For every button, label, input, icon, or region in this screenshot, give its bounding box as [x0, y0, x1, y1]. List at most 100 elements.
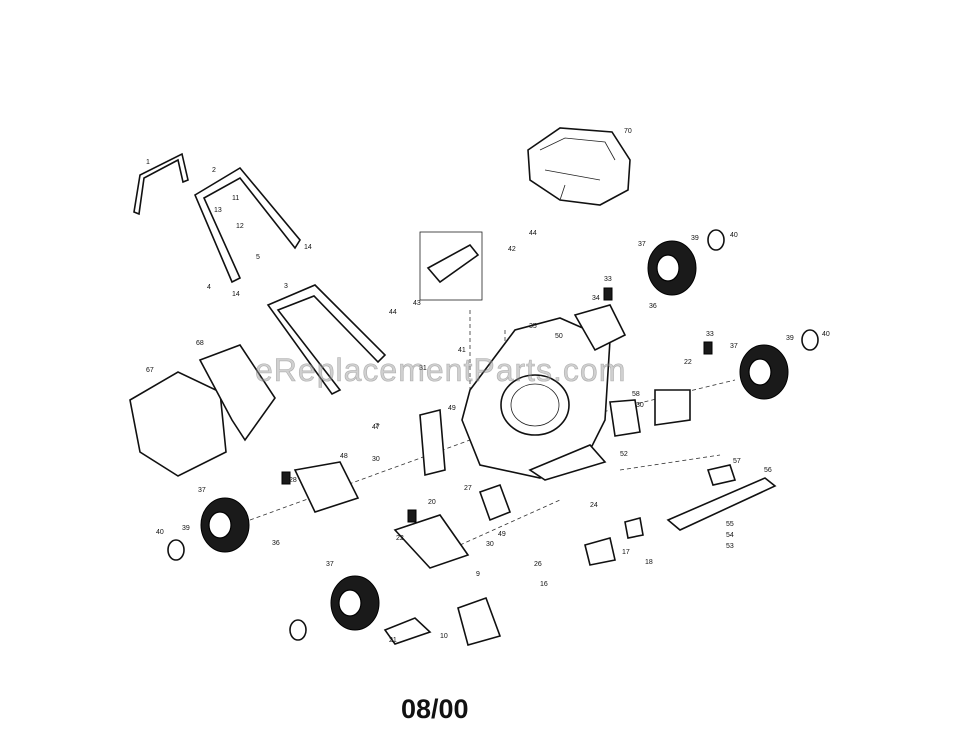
- part-label: 30: [372, 456, 380, 463]
- part-label: 68: [196, 340, 204, 347]
- part-label: 40: [822, 331, 830, 338]
- upper-handle: [133, 152, 189, 216]
- part-label: 49: [498, 531, 506, 538]
- part-label: 43: [413, 300, 421, 307]
- part-label: 22: [684, 359, 692, 366]
- part-label: 40: [156, 529, 164, 536]
- part-label: 52: [620, 451, 628, 458]
- blade-adapter: [706, 464, 737, 486]
- hub-cap: [167, 539, 185, 561]
- part-label: 37: [638, 241, 646, 248]
- part-label: 30: [636, 402, 644, 409]
- part-label: 37: [730, 343, 738, 350]
- part-label: 47: [372, 424, 380, 431]
- part-label: 14: [304, 244, 312, 251]
- bracket: [426, 243, 480, 284]
- bracket-box: [419, 231, 483, 301]
- engine: [527, 127, 631, 206]
- height-adjuster-front: [393, 514, 470, 569]
- part-label: 36: [649, 303, 657, 310]
- rear-bracket-2: [609, 399, 641, 437]
- part-label: 12: [236, 223, 244, 230]
- spring: [603, 287, 613, 301]
- part-label: 20: [428, 499, 436, 506]
- part-label: 42: [508, 246, 516, 253]
- rear-bracket: [654, 389, 691, 426]
- part-label: 36: [272, 540, 280, 547]
- height-adjuster-right: [573, 304, 627, 352]
- part-label: 67: [146, 367, 154, 374]
- part-label: 21: [389, 637, 397, 644]
- part-label: 31: [419, 365, 427, 372]
- part-label: 50: [555, 333, 563, 340]
- hub-cap: [801, 329, 819, 351]
- part-label: 53: [726, 543, 734, 550]
- part-label: 33: [706, 331, 714, 338]
- part-label: 33: [604, 276, 612, 283]
- part-label: 35: [529, 323, 537, 330]
- date-code: 08/00: [401, 694, 469, 724]
- part-label: 2: [212, 167, 216, 174]
- part-label: 17: [622, 549, 630, 556]
- discharge-door: [478, 483, 512, 522]
- hub-cap: [707, 229, 725, 251]
- part-label: 3: [284, 283, 288, 290]
- part-label: 41: [458, 347, 466, 354]
- front-cover: [457, 596, 502, 646]
- wheel-rear-left: [739, 344, 789, 400]
- part-label: 57: [733, 458, 741, 465]
- trim-bracket-2: [624, 517, 644, 539]
- blade: [666, 477, 777, 531]
- height-adjuster-left: [293, 461, 360, 513]
- part-label: 27: [464, 485, 472, 492]
- part-label: 37: [198, 487, 206, 494]
- handle-frame: [193, 166, 301, 284]
- part-label: 24: [590, 502, 598, 509]
- part-label: 22: [396, 535, 404, 542]
- part-label: 10: [440, 633, 448, 640]
- spring: [703, 341, 713, 355]
- part-label: 18: [645, 559, 653, 566]
- mower-deck: [461, 317, 611, 481]
- part-label: 30: [486, 541, 494, 548]
- wheel-front-left: [330, 575, 380, 631]
- part-label: 49: [448, 405, 456, 412]
- part-label: 34: [592, 295, 600, 302]
- part-label: 39: [691, 235, 699, 242]
- part-label: 37: [326, 561, 334, 568]
- part-label: 4: [207, 284, 211, 291]
- part-label: 9: [476, 571, 480, 578]
- part-label: 11: [232, 195, 239, 202]
- grass-catcher: [129, 371, 227, 477]
- assembly-line: [249, 310, 736, 546]
- part-label: 13: [214, 207, 222, 214]
- wheel-rear-right: [647, 240, 697, 296]
- part-label: 40: [730, 232, 738, 239]
- spring: [407, 509, 417, 523]
- trim-bracket: [584, 537, 616, 566]
- part-label: 1: [146, 159, 150, 166]
- watermark: eReplacementParts.com: [255, 352, 627, 389]
- catcher-frame: [198, 344, 276, 442]
- lower-handle: [266, 284, 387, 396]
- part-label: 56: [764, 467, 772, 474]
- part-label: 5: [256, 254, 260, 261]
- part-label: 39: [786, 335, 794, 342]
- side-bracket: [419, 408, 446, 477]
- lower-bracket: [383, 617, 432, 645]
- part-labels: 1 2 3 4 5 7 9 10 11 12 13 14 14 16 17 18…: [146, 128, 830, 644]
- part-label: 16: [540, 581, 548, 588]
- part-label: 26: [534, 561, 542, 568]
- part-label: 7: [375, 423, 379, 430]
- part-label: 54: [726, 532, 734, 539]
- part-label: 14: [232, 291, 240, 298]
- part-label: 44: [389, 309, 397, 316]
- part-label: 70: [624, 128, 632, 135]
- spring: [281, 471, 291, 485]
- part-label: 39: [182, 525, 190, 532]
- part-label: 28: [289, 477, 297, 484]
- wheel-front-right: [200, 497, 250, 553]
- hub-cap: [289, 619, 307, 641]
- part-label: 48: [340, 453, 348, 460]
